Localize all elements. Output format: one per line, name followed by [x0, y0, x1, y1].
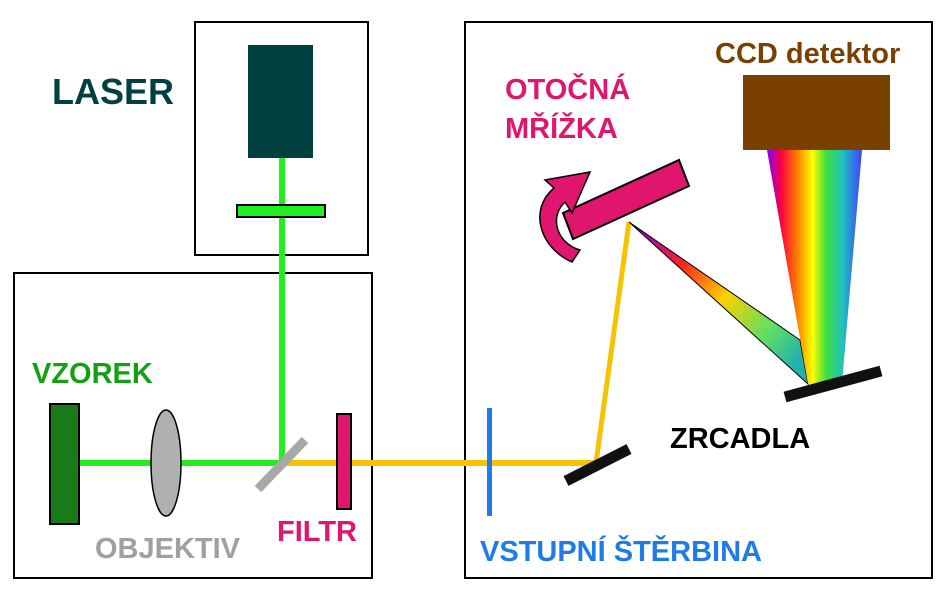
- label-ccd: CCD detektor: [715, 38, 900, 70]
- raman-beam-horizontal: [283, 460, 597, 466]
- label-otocna-line1: OTOČNÁ: [505, 72, 630, 106]
- beam-splitter: [254, 436, 309, 493]
- spectrum-cone: [767, 150, 862, 384]
- label-objektiv: OBJEKTIV: [95, 533, 241, 565]
- entrance-slit: [487, 408, 492, 516]
- dispersed-beam-fan: [628, 221, 809, 386]
- mirror-upper: [783, 365, 883, 403]
- mirror-lower: [563, 444, 632, 486]
- label-otocna-line2: MŘÍŽKA: [505, 111, 618, 145]
- spectrometer-box: [464, 21, 933, 579]
- label-vstupni: VSTUPNÍ ŠTĚRBINA: [480, 534, 762, 568]
- label-zrcadla: ZRCADLA: [670, 423, 810, 455]
- laser-body: [248, 45, 313, 158]
- objective-lens: [150, 409, 182, 517]
- laser-line-filter: [236, 204, 326, 218]
- raman-beam-to-grating: [593, 221, 632, 464]
- label-laser: LASER: [52, 71, 174, 112]
- label-vzorek: VZOREK: [32, 358, 153, 390]
- rotation-arrow-icon: [539, 171, 592, 263]
- microscope-box: [13, 272, 373, 579]
- ccd-detector: [743, 75, 890, 150]
- label-filtr: FILTR: [277, 516, 357, 548]
- grating: [561, 158, 691, 241]
- sample: [49, 403, 80, 525]
- laser-beam-vertical: [279, 158, 285, 463]
- filter: [336, 413, 352, 510]
